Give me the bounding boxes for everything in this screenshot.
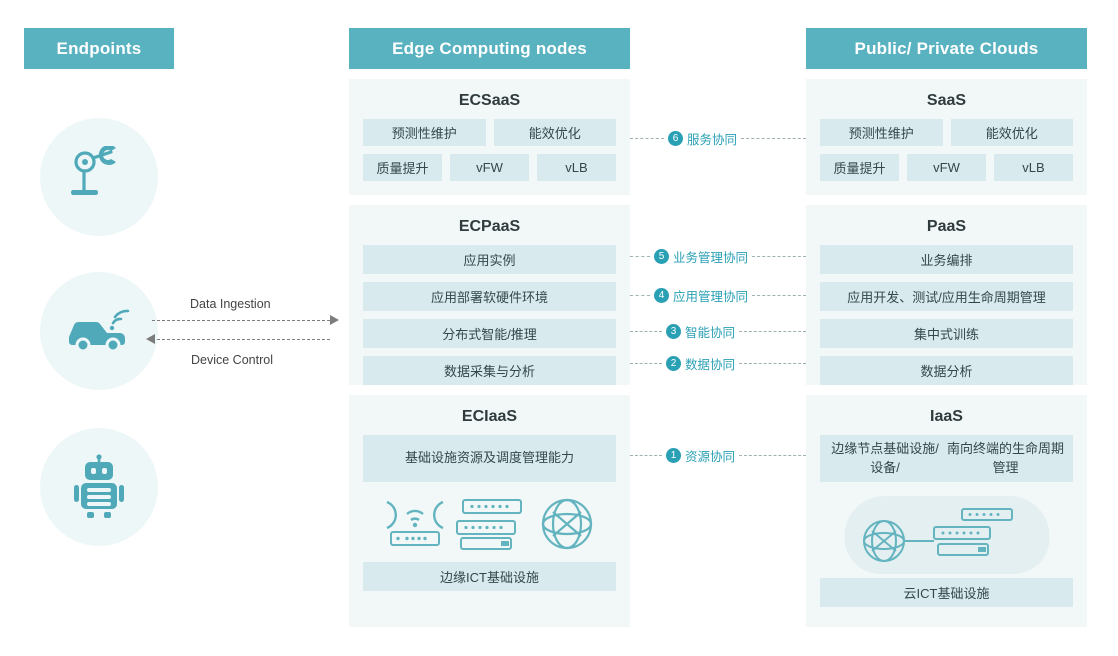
ecpaas-cell[interactable]: 数据采集与分析: [363, 356, 616, 385]
panel-title-ecpaas: ECPaaS: [458, 218, 521, 235]
iaas-infra-cell[interactable]: 云ICT基础设施: [820, 578, 1073, 607]
connector-service-collaboration: 6 服务协同: [630, 130, 806, 147]
saas-cell[interactable]: 质量提升: [820, 154, 899, 181]
endpoint-robot-arm: [40, 118, 158, 236]
connector-resource-collaboration: 1 资源协同: [630, 447, 806, 464]
cloud-network-illustration: [820, 490, 1073, 578]
iaas-capability-line2: 南向终端的生命周期管理: [947, 440, 1065, 475]
eciaas-capability-wrap: 基础设施资源及调度管理能力: [349, 435, 630, 482]
edge-network-illustration: [349, 490, 630, 562]
saas-row-2: 质量提升 vFW vLB: [806, 154, 1087, 189]
connector-label: 服务协同: [687, 132, 738, 147]
ecsaas-cell[interactable]: 能效优化: [493, 119, 616, 146]
panel-ecsaas: ECSaaS 预测性维护 能效优化 质量提升 vFW vLB: [349, 79, 630, 195]
header-public-private-clouds: Public/ Private Clouds: [806, 28, 1087, 69]
eciaas-infra-cell[interactable]: 边缘ICT基础设施: [363, 562, 616, 591]
ecsaas-cell[interactable]: 质量提升: [363, 154, 442, 181]
connector-label: 应用管理协同: [673, 289, 749, 304]
humanoid-robot-icon: [74, 454, 124, 518]
panel-ecpaas: ECPaaS 应用实例 应用部署软硬件环境 分布式智能/推理 数据采集与分析: [349, 205, 630, 385]
flow-arrow-ingestion-head: [330, 315, 339, 325]
robot-arm-icon: [71, 146, 116, 195]
ecpaas-cell[interactable]: 分布式智能/推理: [363, 319, 616, 348]
connector-badge: 4: [654, 287, 669, 303]
header-endpoints: Endpoints: [24, 28, 174, 69]
saas-cell[interactable]: 预测性维护: [820, 119, 943, 146]
connector-badge: 3: [666, 323, 681, 339]
ecpaas-stack: 应用实例 应用部署软硬件环境 分布式智能/推理 数据采集与分析: [349, 245, 630, 385]
panel-paas: PaaS 业务编排 应用开发、测试/应用生命周期管理 集中式训练 数据分析: [806, 205, 1087, 385]
eciaas-capability-cell[interactable]: 基础设施资源及调度管理能力: [363, 435, 616, 482]
ecsaas-cell[interactable]: vFW: [450, 154, 529, 181]
panel-title-iaas: IaaS: [930, 408, 963, 425]
paas-cell[interactable]: 业务编排: [820, 245, 1073, 274]
connector-intelligence-collaboration: 3 智能协同: [630, 323, 806, 340]
cloud-devices-icon: [862, 508, 1013, 563]
connector-badge: 5: [654, 248, 669, 264]
flow-label-data-ingestion: Data Ingestion: [190, 297, 271, 311]
connected-car-icon: [69, 309, 130, 353]
connector-label: 智能协同: [685, 325, 736, 340]
panel-saas: SaaS 预测性维护 能效优化 质量提升 vFW vLB: [806, 79, 1087, 195]
connector-badge: 1: [666, 447, 681, 463]
iaas-capability-cell[interactable]: 边缘节点基础设施/设备/ 南向终端的生命周期管理: [820, 435, 1073, 482]
network-devices-icon: [385, 498, 592, 550]
flow-arrow-control-head: [146, 334, 155, 344]
panel-eciaas: ECIaaS 基础设施资源及调度管理能力: [349, 395, 630, 627]
panel-iaas: IaaS 边缘节点基础设施/设备/ 南向终端的生命周期管理: [806, 395, 1087, 627]
iaas-infra-wrap: 云ICT基础设施: [806, 578, 1087, 607]
saas-cell[interactable]: vFW: [907, 154, 986, 181]
saas-row-1: 预测性维护 能效优化: [806, 119, 1087, 154]
eciaas-infra-wrap: 边缘ICT基础设施: [349, 562, 630, 591]
connector-label: 业务管理协同: [673, 250, 749, 265]
endpoint-connected-car: [40, 272, 158, 390]
flow-arrow-ingestion-line: [152, 320, 330, 321]
paas-cell[interactable]: 集中式训练: [820, 319, 1073, 348]
ecsaas-row-2: 质量提升 vFW vLB: [349, 154, 630, 189]
connector-application-management-collaboration: 4 应用管理协同: [630, 287, 806, 304]
connector-business-management-collaboration: 5 业务管理协同: [630, 248, 806, 265]
connector-data-collaboration: 2 数据协同: [630, 355, 806, 372]
paas-cell[interactable]: 数据分析: [820, 356, 1073, 385]
endpoint-humanoid-robot: [40, 428, 158, 546]
connector-label: 资源协同: [685, 449, 736, 464]
ecsaas-cell[interactable]: 预测性维护: [363, 119, 486, 146]
ecpaas-cell[interactable]: 应用实例: [363, 245, 616, 274]
paas-stack: 业务编排 应用开发、测试/应用生命周期管理 集中式训练 数据分析: [806, 245, 1087, 385]
flow-arrow-control-line: [152, 339, 330, 340]
saas-cell[interactable]: 能效优化: [950, 119, 1073, 146]
ecsaas-cell[interactable]: vLB: [537, 154, 616, 181]
iaas-capability-wrap: 边缘节点基础设施/设备/ 南向终端的生命周期管理: [806, 435, 1087, 482]
connector-label: 数据协同: [685, 357, 736, 372]
ecsaas-row-1: 预测性维护 能效优化: [349, 119, 630, 154]
panel-title-ecsaas: ECSaaS: [458, 92, 521, 109]
ecpaas-cell[interactable]: 应用部署软硬件环境: [363, 282, 616, 311]
flow-label-device-control: Device Control: [191, 353, 273, 367]
connector-badge: 6: [668, 130, 683, 146]
panel-title-saas: SaaS: [926, 92, 967, 109]
saas-cell[interactable]: vLB: [994, 154, 1073, 181]
panel-title-paas: PaaS: [926, 218, 967, 235]
connector-badge: 2: [666, 355, 681, 371]
paas-cell[interactable]: 应用开发、测试/应用生命周期管理: [820, 282, 1073, 311]
header-edge-computing-nodes: Edge Computing nodes: [349, 28, 630, 69]
panel-title-eciaas: ECIaaS: [461, 408, 518, 425]
iaas-capability-line1: 边缘节点基础设施/设备/: [831, 440, 939, 475]
